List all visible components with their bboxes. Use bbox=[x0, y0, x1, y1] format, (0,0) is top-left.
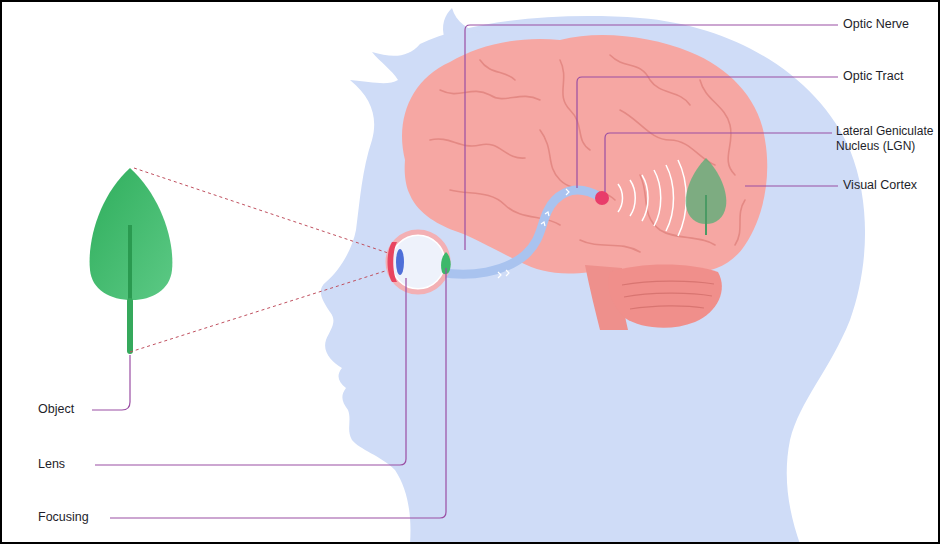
part-label: Lens bbox=[38, 457, 98, 472]
lgn-dot bbox=[595, 191, 609, 205]
structure-label: Visual Cortex bbox=[843, 178, 938, 193]
object-leaf-midrib bbox=[128, 225, 132, 300]
light-projection-lines bbox=[130, 168, 445, 352]
part-label: Object bbox=[38, 402, 98, 417]
eye-lens bbox=[396, 249, 404, 275]
leader-lines bbox=[92, 25, 838, 518]
part-label: Focusing bbox=[38, 510, 108, 525]
cerebellum-lines bbox=[622, 281, 714, 309]
brain-cerebrum bbox=[402, 35, 767, 273]
eyeball-inner bbox=[392, 236, 444, 288]
structure-label: Lateral Geniculate Nucleus (LGN) bbox=[836, 124, 940, 154]
optic-nerve-tube bbox=[440, 190, 600, 274]
structure-label: Optic Tract bbox=[843, 69, 938, 84]
cortex-leaf-stem bbox=[705, 195, 707, 235]
object-leaf-stem bbox=[127, 298, 133, 354]
structure-label: Optic Nerve bbox=[843, 17, 938, 32]
object-leaf bbox=[90, 168, 173, 300]
signal-chevrons bbox=[498, 189, 569, 278]
eye-front bbox=[388, 242, 398, 282]
brain-folds bbox=[430, 55, 745, 252]
signal-waves bbox=[618, 160, 686, 236]
eyeball bbox=[388, 232, 448, 292]
hair-tuft bbox=[443, 8, 480, 40]
cerebellum bbox=[608, 265, 721, 328]
